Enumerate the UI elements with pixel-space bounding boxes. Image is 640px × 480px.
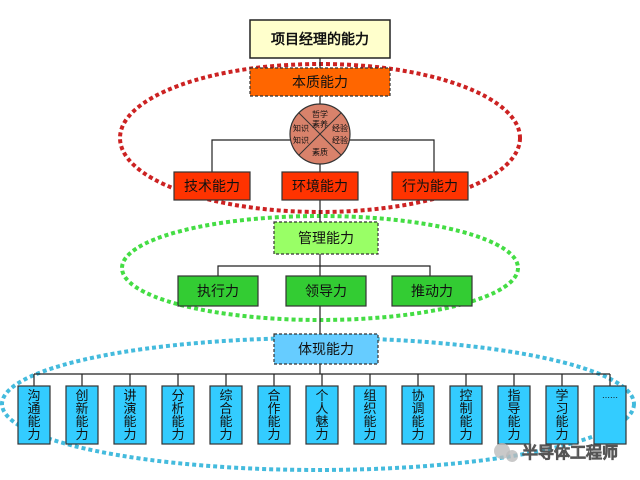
ability-box xyxy=(113,385,147,445)
ability-char: 能 xyxy=(75,415,88,430)
ability-char: 演 xyxy=(123,401,136,417)
watermark-text: 半导体工程师 xyxy=(522,443,618,462)
essence-label-text: 本质能力 xyxy=(292,75,348,91)
ability-char: 组 xyxy=(363,389,376,404)
ability-char: 能 xyxy=(27,415,40,430)
ability-char: 力 xyxy=(219,428,232,443)
ability-char: 能 xyxy=(459,415,472,430)
ability-box xyxy=(593,385,627,445)
behavior-ability-text: 行为能力 xyxy=(402,179,458,195)
ability-char: 力 xyxy=(459,428,472,443)
ability-box xyxy=(353,385,387,445)
embodiment-label-box xyxy=(273,333,379,365)
management-label-text: 管理能力 xyxy=(298,231,354,247)
embodiment-label-text: 体现能力 xyxy=(298,342,354,358)
ability-char: 新 xyxy=(75,401,88,417)
ability-char: 创 xyxy=(75,389,88,404)
core-word-quality: 素质 xyxy=(312,147,328,157)
ability-ellipsis: …… xyxy=(602,391,618,400)
title-text: 项目经理的能力 xyxy=(271,31,369,48)
watermark: 半导体工程师 xyxy=(494,443,618,462)
wechat-icon-bubble xyxy=(506,450,518,462)
ability-box xyxy=(17,385,51,445)
ability-char: 个 xyxy=(315,389,328,404)
ability-box xyxy=(449,385,483,445)
ability-char: 调 xyxy=(411,402,424,417)
ability-char: 学 xyxy=(555,388,568,404)
management-label-box xyxy=(273,221,379,255)
ability-char: 能 xyxy=(267,415,280,430)
core-word-knowledge-2: 知识 xyxy=(293,135,309,145)
technical-ability-text: 技术能力 xyxy=(184,179,240,195)
ability-box xyxy=(545,385,579,445)
core-word-philosophy: 哲学 xyxy=(312,109,328,119)
ability-char: 析 xyxy=(171,402,184,417)
wechat-icon xyxy=(494,443,510,459)
ability-char: 力 xyxy=(267,428,280,443)
ability-char: 人 xyxy=(315,402,328,417)
ability-box xyxy=(161,385,195,445)
embodiment-children: 沟通能力创新能力讲演能力分析能力综合能力合作能力个人魅力组织能力协调能力控制能力… xyxy=(17,385,627,445)
ability-char: 合 xyxy=(267,389,280,404)
ability-box xyxy=(257,385,291,445)
environment-ability-box xyxy=(281,171,359,201)
ability-char: 能 xyxy=(363,415,376,430)
ability-box xyxy=(65,385,99,445)
ability-char: 力 xyxy=(27,428,40,443)
ability-char: 力 xyxy=(315,428,328,443)
execution-box xyxy=(177,275,259,307)
driving-text: 推动力 xyxy=(411,284,453,300)
ability-char: 沟 xyxy=(27,389,40,404)
technical-ability-box xyxy=(173,171,251,201)
ability-char: 作 xyxy=(267,402,280,417)
ability-box xyxy=(209,385,243,445)
ability-char: 能 xyxy=(411,415,424,430)
core-word-cultivation: 素养 xyxy=(312,119,328,129)
core-word-experience-1: 经验 xyxy=(332,123,348,133)
leadership-box xyxy=(285,275,367,307)
bottom-drop-lines xyxy=(33,374,611,386)
ability-char: 能 xyxy=(507,415,520,430)
behavior-ability-box xyxy=(391,171,469,201)
ability-char: 综 xyxy=(219,389,232,404)
ability-box xyxy=(305,385,339,445)
ability-char: 能 xyxy=(171,415,184,430)
ability-char: 指 xyxy=(507,389,520,404)
ability-box xyxy=(497,385,531,445)
ability-char: 协 xyxy=(411,389,424,404)
ability-char: 力 xyxy=(507,428,520,443)
execution-text: 执行力 xyxy=(197,284,239,300)
ability-char: 能 xyxy=(123,415,136,430)
ability-char: 能 xyxy=(555,415,568,430)
driving-box xyxy=(391,275,473,307)
embodiment-group-ellipse xyxy=(0,336,636,472)
ability-char: 魅 xyxy=(315,415,328,430)
ability-char: 导 xyxy=(507,402,520,417)
ability-char: 能 xyxy=(219,415,232,430)
title-box xyxy=(249,19,391,59)
ability-char: 力 xyxy=(75,428,88,443)
ability-char: 力 xyxy=(555,428,568,443)
ability-box xyxy=(401,385,435,445)
ability-char: 合 xyxy=(219,402,232,417)
leadership-text: 领导力 xyxy=(305,284,347,300)
ability-char: 力 xyxy=(123,428,136,443)
ability-char: 讲 xyxy=(123,389,136,404)
ability-char: 力 xyxy=(171,428,184,443)
ability-char: 习 xyxy=(555,402,568,417)
ability-char: 分 xyxy=(171,389,184,404)
ability-char: 力 xyxy=(411,428,424,443)
essence-label-box xyxy=(249,67,391,97)
environment-ability-text: 环境能力 xyxy=(292,179,348,195)
ability-char: 通 xyxy=(27,402,40,417)
ability-char: 力 xyxy=(363,428,376,443)
core-word-experience-2: 经验 xyxy=(332,135,348,145)
core-word-knowledge-1: 知识 xyxy=(293,123,309,133)
core-quality-circle: 哲学 素养 知识 知识 经验 经验 素质 xyxy=(289,103,351,165)
ability-char: 制 xyxy=(459,402,472,417)
ability-char: 织 xyxy=(363,402,376,417)
ability-char: 控 xyxy=(459,389,472,404)
